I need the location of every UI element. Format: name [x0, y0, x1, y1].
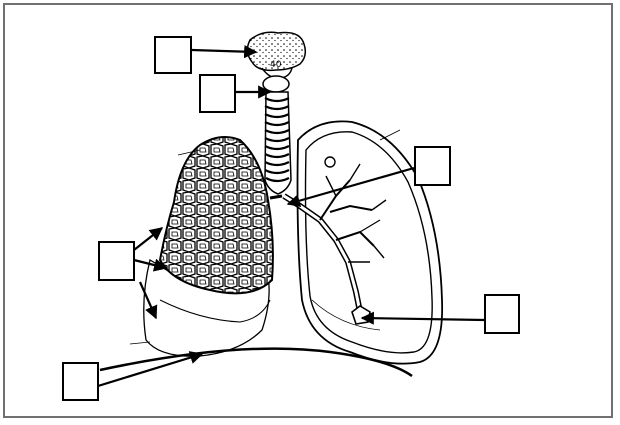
larynx-marking: 40: [270, 60, 281, 70]
left-lung: [144, 137, 273, 356]
arrow-to-lobe-upper: [134, 228, 162, 250]
label-box-4[interactable]: [98, 241, 135, 281]
trachea: [265, 92, 291, 194]
label-box-3[interactable]: [414, 146, 451, 186]
label-box-1[interactable]: [154, 36, 192, 74]
arrow-to-diaphragm: [98, 354, 202, 386]
label-box-6[interactable]: [62, 362, 99, 401]
label-box-2[interactable]: [199, 74, 236, 113]
arrow-to-larynx: [192, 50, 256, 52]
label-box-5[interactable]: [484, 294, 520, 334]
